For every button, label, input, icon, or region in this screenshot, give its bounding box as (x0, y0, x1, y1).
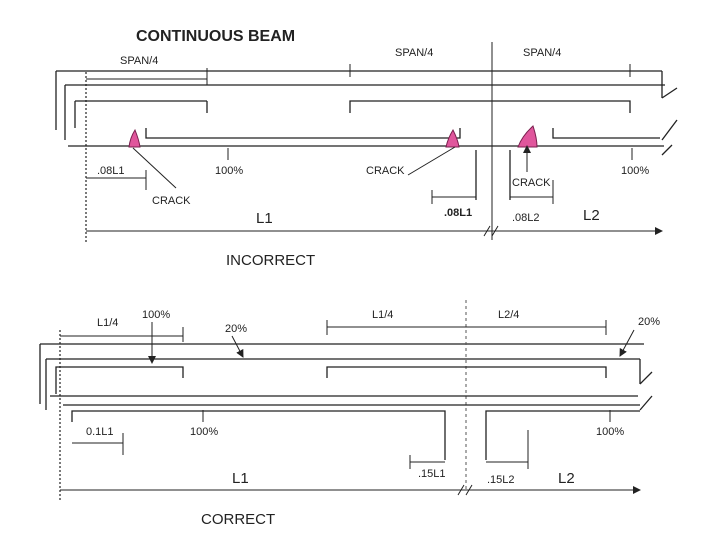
bar-ends-support (475, 150, 511, 200)
label-015l1: .15L1 (418, 468, 446, 480)
beam-outline-top-b (39, 343, 644, 404)
label-008l1-left: .08L1 (97, 165, 125, 177)
label-100-l2-b: 100% (596, 426, 624, 438)
dim-008l1-left (86, 170, 147, 190)
label-100-left: 100% (215, 165, 243, 177)
dim-015l2 (486, 430, 529, 469)
label-015l2: .15L2 (487, 474, 515, 486)
label-l14-left: L1/4 (97, 317, 118, 329)
bottom-bar-l1 (145, 128, 461, 139)
label-008l2: .08L2 (512, 212, 540, 224)
label-span-l2: L2 (583, 207, 600, 224)
beam-outline-inner-b (45, 358, 641, 410)
top-bar-left (74, 100, 208, 128)
bottom-bar-l2-b (485, 410, 640, 460)
dim-span4-left (86, 68, 208, 85)
label-01l1: 0.1L1 (86, 426, 114, 438)
dim-l14-left (60, 327, 184, 342)
label-span4-left: SPAN/4 (120, 55, 158, 67)
dim-008l2 (510, 180, 554, 204)
label-100-right: 100% (621, 165, 649, 177)
beam-break-lines (661, 87, 678, 156)
beam-outline-inner (64, 84, 665, 140)
caption-incorrect: INCORRECT (226, 252, 315, 269)
label-crack-right: CRACK (512, 177, 551, 189)
label-span-l1: L1 (256, 210, 273, 227)
label-span-l1-b: L1 (232, 470, 249, 487)
label-l14-middle: L1/4 (372, 309, 393, 321)
dim-008l1-right (431, 190, 476, 204)
top-bar-middle-b (326, 366, 607, 378)
dim-015l1 (409, 455, 445, 469)
crack-right (517, 125, 538, 148)
label-20-left: 20% (225, 323, 247, 335)
span-break-marks (483, 225, 499, 237)
label-span4-right: SPAN/4 (523, 47, 561, 59)
label-100-top: 100% (142, 309, 170, 321)
bottom-bar-l2 (552, 128, 660, 139)
crack-leader-middle (407, 146, 456, 176)
arrow-20-right (619, 329, 635, 357)
diagram-title: CONTINUOUS BEAM (136, 28, 295, 45)
caption-correct: CORRECT (201, 511, 275, 528)
beam-break-lines-b (639, 371, 653, 411)
crack-left (128, 128, 141, 148)
correct-detail: L1/4 L1/4 L2/4 100% 20% 20% 100% 100% 0.… (39, 300, 660, 528)
label-crack-middle: CRACK (366, 165, 405, 177)
top-bar-left-b (55, 366, 184, 394)
label-crack-left: CRACK (152, 195, 191, 207)
incorrect-detail: SPAN/4 SPAN/4 SPAN/4 100% 100% .08L1 .08… (55, 42, 678, 269)
arrow-20-left (231, 335, 244, 358)
label-20-right: 20% (638, 316, 660, 328)
label-008l1-right: .08L1 (444, 207, 472, 219)
crack-leader-left (132, 147, 177, 189)
dim-l14-middle (326, 320, 607, 335)
label-span-l2-b: L2 (558, 470, 575, 487)
dim-01l1 (72, 433, 124, 455)
label-span4-mid: SPAN/4 (395, 47, 433, 59)
span-break-marks-b (457, 484, 473, 496)
bottom-bar-l1-b (71, 410, 446, 460)
label-l24: L2/4 (498, 309, 519, 321)
top-bar-middle (349, 100, 631, 113)
dim-span4-middle (349, 64, 631, 77)
label-100-l1-b: 100% (190, 426, 218, 438)
crack-middle (445, 128, 460, 148)
